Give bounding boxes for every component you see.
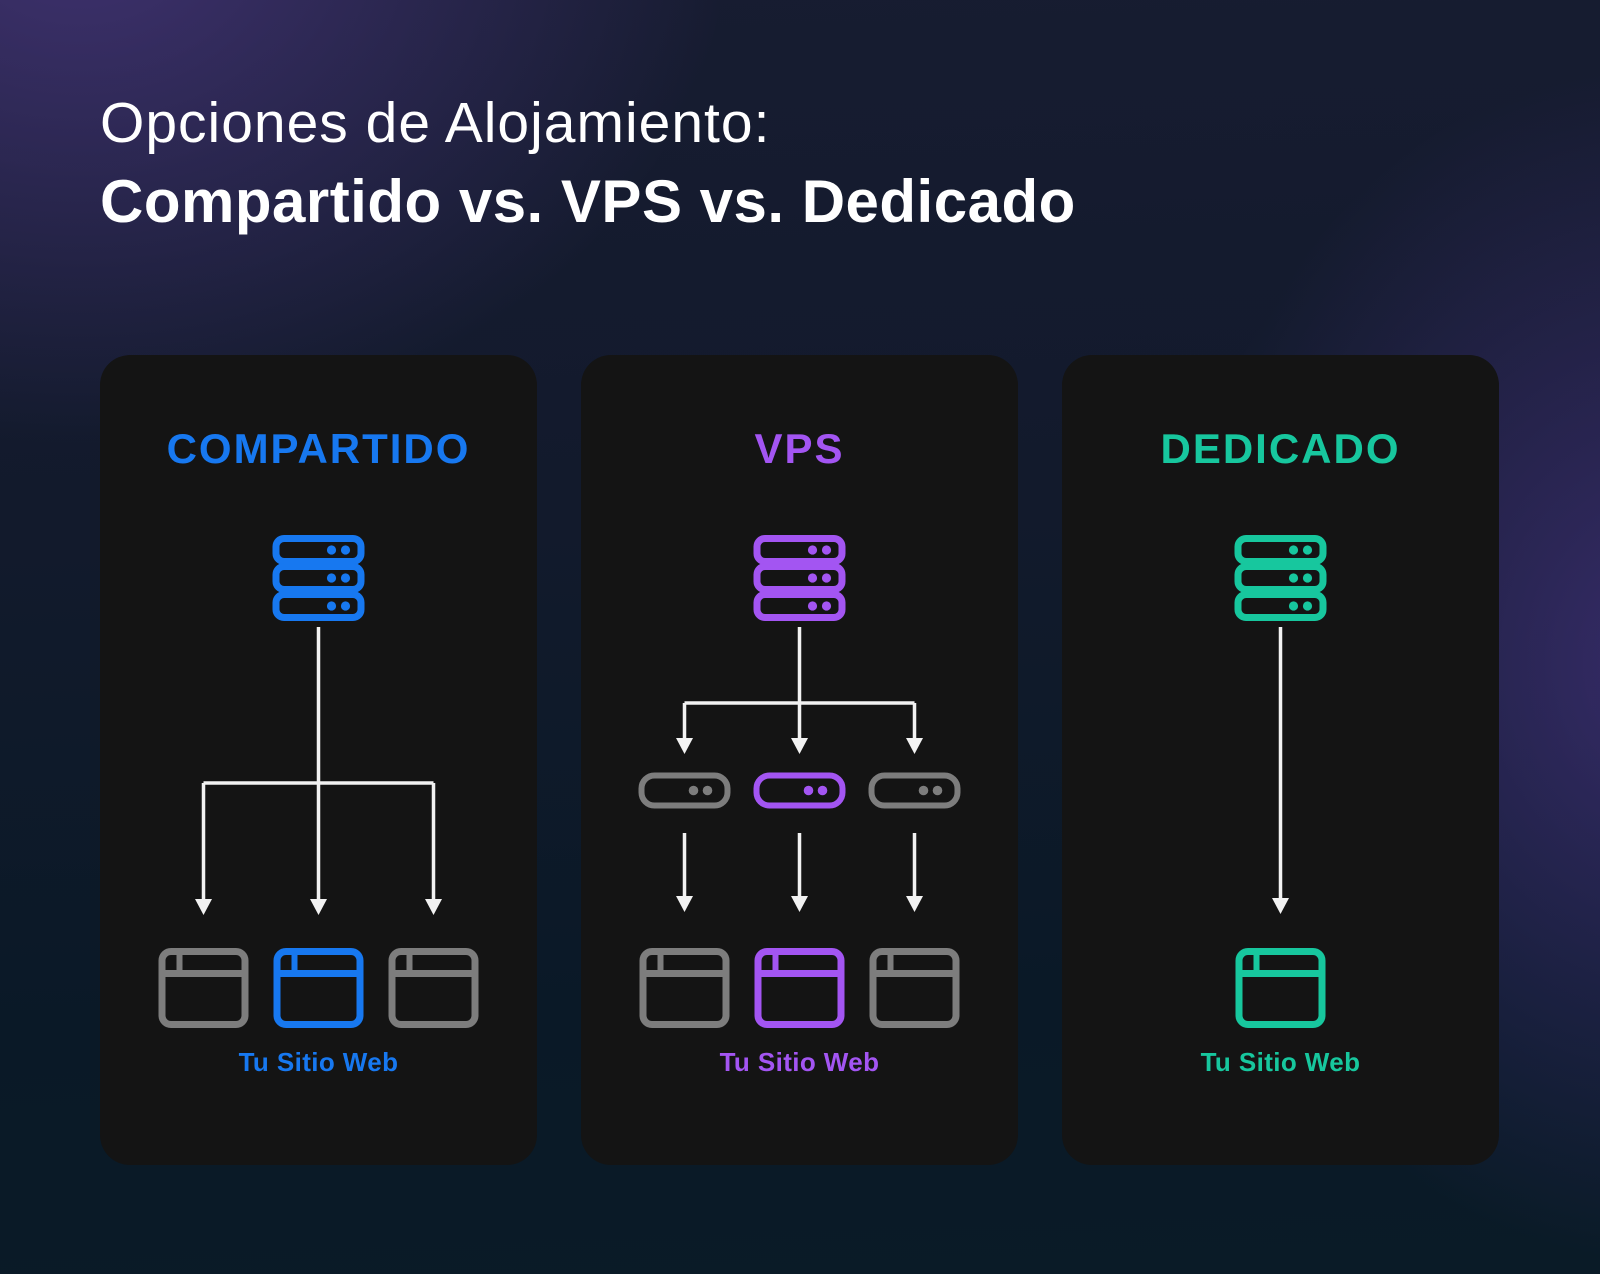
down-arrow-connector (1272, 627, 1289, 914)
card-compartido: COMPARTIDO Tu Sitio Web (100, 355, 537, 1165)
card-dedicado: DEDICADO Tu Sitio Web (1062, 355, 1499, 1165)
page-header: Opciones de Alojamiento: Compartido vs. … (100, 84, 1076, 242)
site-label-dedicado: Tu Sitio Web (1200, 1047, 1361, 1077)
diagram-vps (581, 505, 1018, 1045)
card-title-vps: VPS (754, 425, 845, 472)
cards-row: COMPARTIDO Tu Sitio Web VPS (100, 355, 1499, 1165)
page-title-line-1: Opciones de Alojamiento: (100, 91, 771, 155)
card-title-dedicado: DEDICADO (1160, 425, 1401, 472)
browser-window-icon-right (873, 952, 956, 1025)
server-rack-icon (757, 539, 842, 618)
site-label-compartido: Tu Sitio Web (238, 1047, 399, 1077)
diagram-dedicado (1062, 505, 1499, 1045)
server-slice-icon-left (642, 776, 728, 806)
page-title-line-2: Compartido vs. VPS vs. Dedicado (100, 168, 1076, 235)
server-slice-icon-your-vps (757, 776, 843, 806)
down-arrow-connector-upper (676, 627, 923, 754)
card-title-compartido: COMPARTIDO (166, 425, 471, 472)
diagram-compartido (100, 505, 537, 1045)
browser-window-icon-your-site (758, 952, 841, 1025)
browser-window-icon-left (643, 952, 726, 1025)
card-vps: VPS (581, 355, 1018, 1165)
browser-window-icon-right (392, 952, 475, 1025)
browser-window-icon-left (162, 952, 245, 1025)
down-arrow-connector (195, 627, 442, 915)
server-rack-icon (276, 539, 361, 618)
browser-window-icon-your-site (277, 952, 360, 1025)
browser-window-icon-your-site (1239, 952, 1322, 1025)
down-arrow-connector-lower (676, 833, 923, 912)
server-slice-icon-right (872, 776, 958, 806)
site-label-vps: Tu Sitio Web (719, 1047, 880, 1077)
server-rack-icon (1238, 539, 1323, 618)
